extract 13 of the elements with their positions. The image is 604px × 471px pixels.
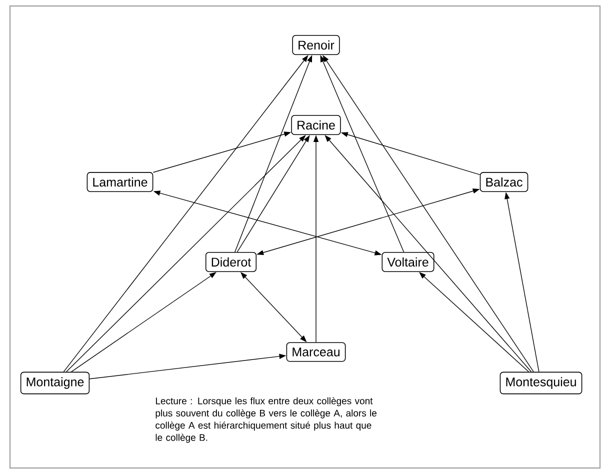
college-box: Lamartine [86,172,154,192]
college-box: Marceau [286,342,346,362]
arrow [63,55,308,372]
note: Lecture : Lorsque les flux entre deux collèges vont plus souvent du collège B vers le collège A, alors le collège A est hiérarchiquement situé plus haut que le collège B. [156,397,377,443]
college-box: Diderot [205,252,257,272]
college-box: Montaigne [20,372,90,394]
college-box: Renoir [292,35,340,55]
college-box: Balzac [480,172,528,192]
college-box: Montesquieu [500,372,582,394]
arrow [66,135,306,372]
arrow [419,272,530,372]
college-box: Racine [291,115,341,135]
college-box: Voltaire [382,252,434,272]
